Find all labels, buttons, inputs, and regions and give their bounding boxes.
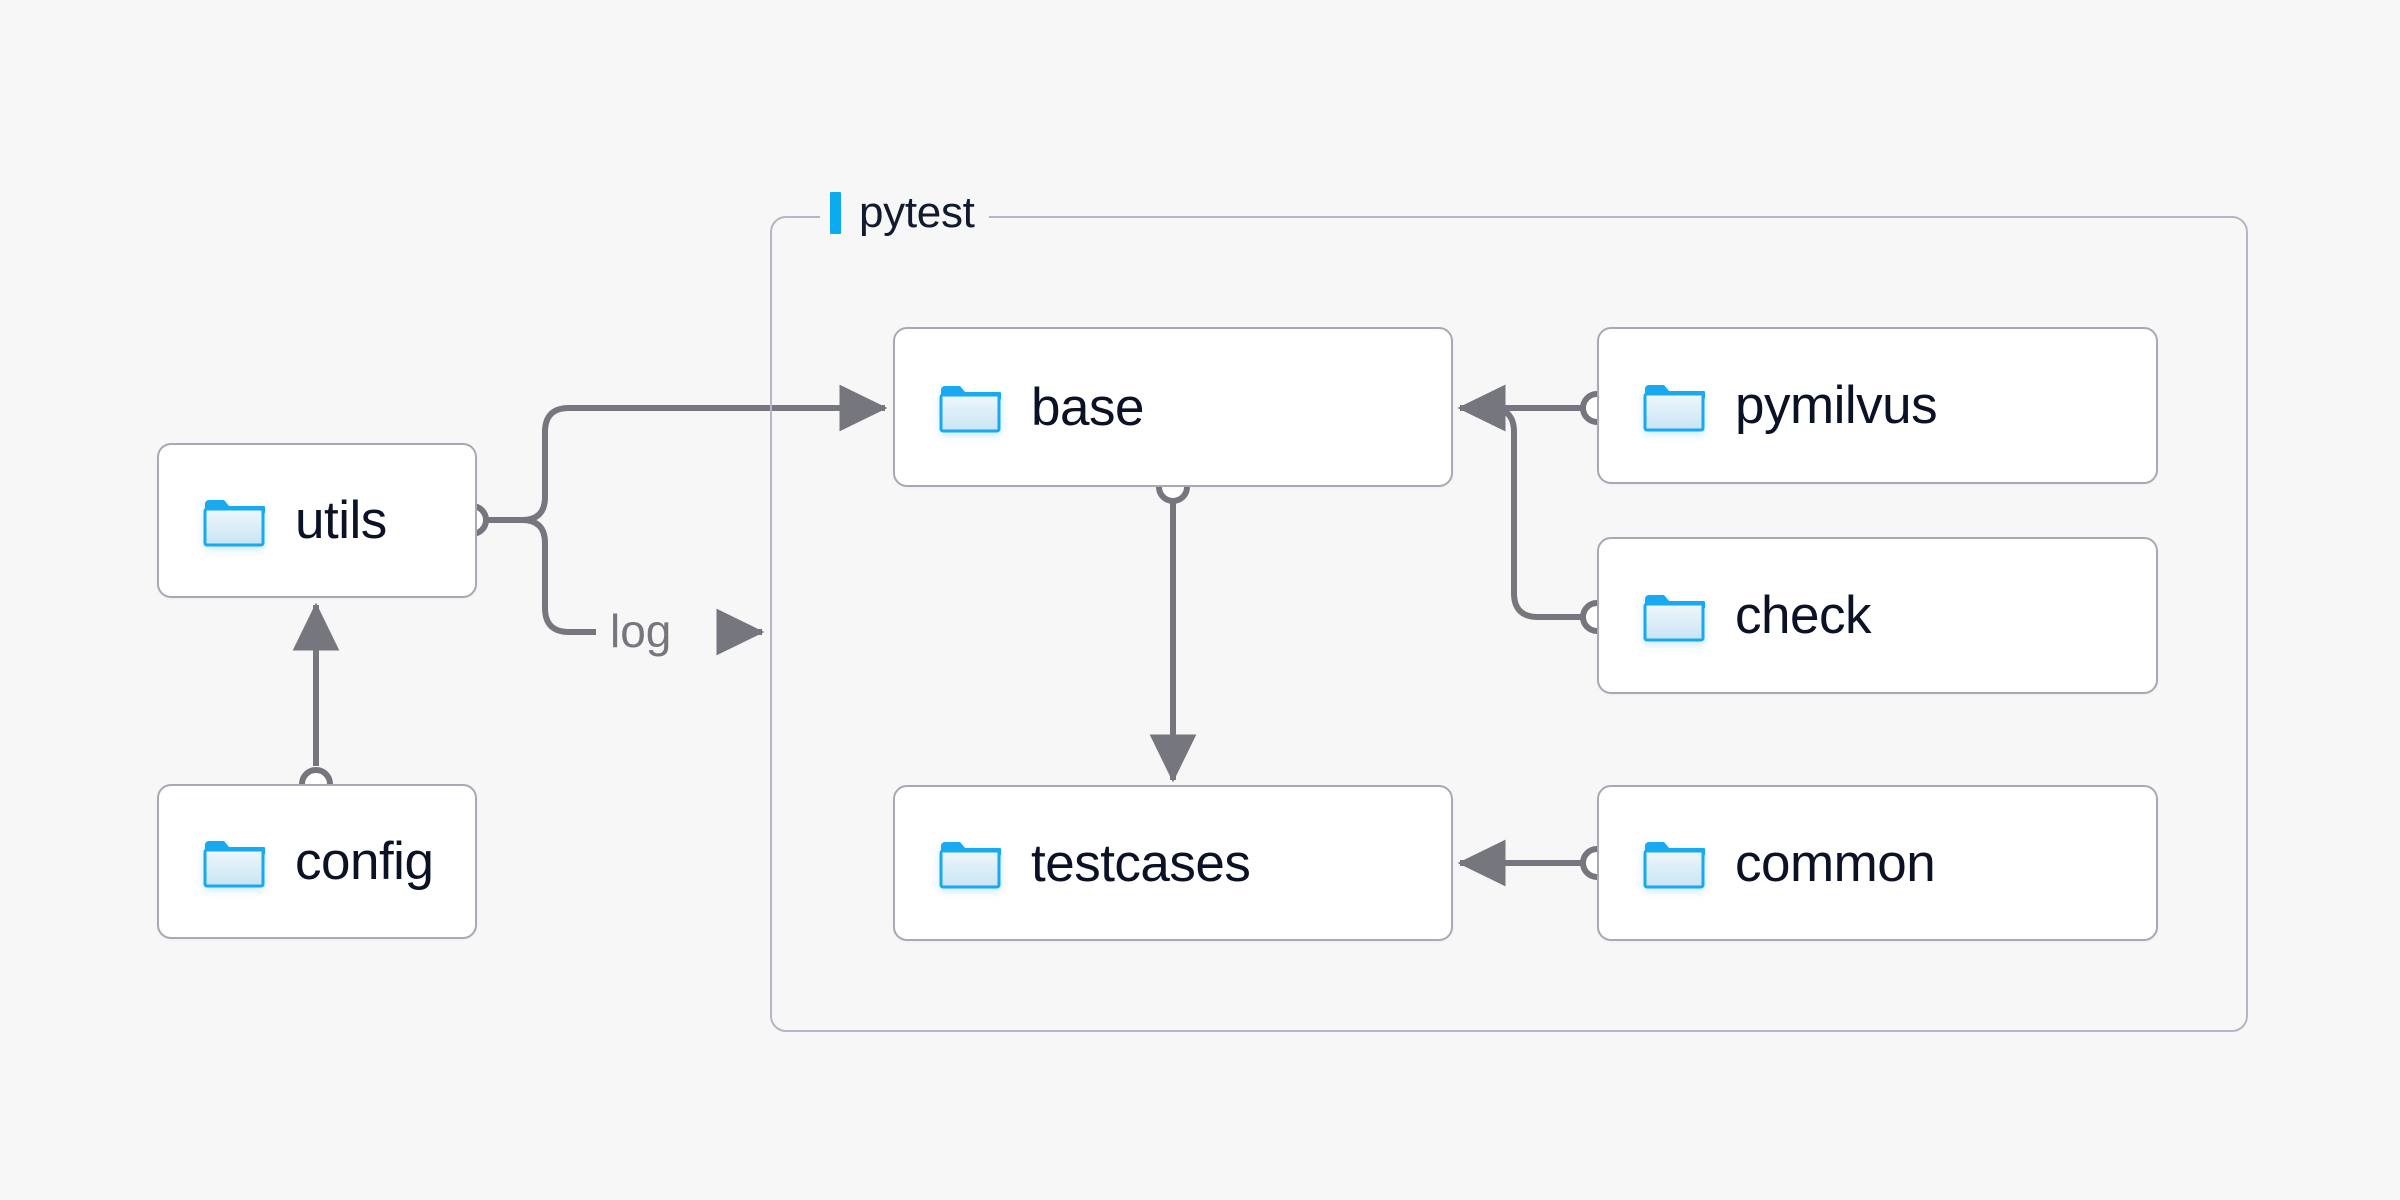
node-pymilvus-label: pymilvus <box>1735 376 1938 435</box>
node-config-label: config <box>295 832 434 891</box>
group-title-label: pytest <box>859 188 975 237</box>
node-utils-label: utils <box>295 491 387 550</box>
node-testcases[interactable]: testcases <box>893 785 1453 941</box>
folder-icon <box>939 386 1001 433</box>
node-common[interactable]: common <box>1597 785 2158 941</box>
folder-icon <box>1643 384 1705 431</box>
edge-label-log: log <box>600 608 682 654</box>
group-pytest[interactable] <box>770 216 2248 1032</box>
node-base[interactable]: base <box>893 327 1453 487</box>
group-accent-bar <box>830 192 841 234</box>
folder-icon <box>1643 594 1705 641</box>
node-base-label: base <box>1031 377 1144 437</box>
node-testcases-label: testcases <box>1031 833 1251 893</box>
folder-icon <box>203 499 265 546</box>
node-common-label: common <box>1735 833 1936 893</box>
edge-utils-log <box>521 517 596 635</box>
node-check[interactable]: check <box>1597 537 2158 694</box>
folder-icon <box>939 842 1001 889</box>
node-utils[interactable]: utils <box>157 443 477 598</box>
folder-icon <box>203 840 265 887</box>
folder-icon <box>1643 842 1705 889</box>
node-pymilvus[interactable]: pymilvus <box>1597 327 2158 484</box>
node-config[interactable]: config <box>157 784 477 939</box>
node-check-label: check <box>1735 586 1871 645</box>
group-pytest-title: pytest <box>820 191 989 235</box>
